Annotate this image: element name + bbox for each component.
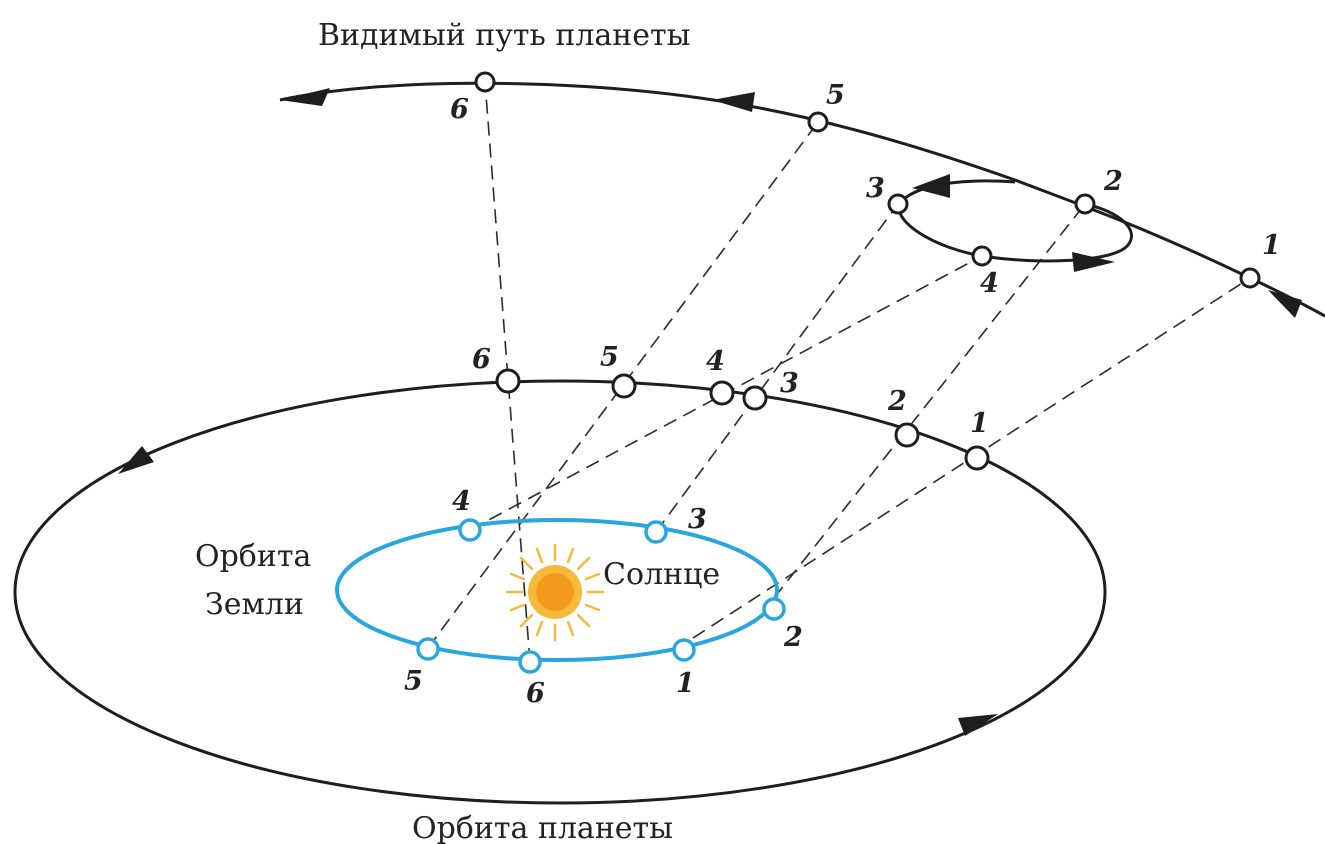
earth-marker-1 [672,638,696,662]
loop-arrow-left-icon [912,174,950,198]
earth-orbit [335,518,779,662]
earth-label-2: 2 [783,622,803,653]
apparent-label-2: 2 [1103,166,1123,197]
earth-numbers: 1 2 3 4 5 6 [404,486,803,709]
apparent-arrow-left-icon [280,88,330,106]
earth-marker-3 [644,520,668,544]
planet-label-3: 3 [780,368,799,399]
earth-label-5: 5 [404,666,423,697]
earth-label-4: 4 [452,486,471,517]
apparent-arrow-entry-icon [1268,290,1302,318]
apparent-label-4: 4 [980,268,999,299]
planet-label-2: 2 [887,386,907,417]
apparent-path-caption: Видимый путь планеты [318,18,691,53]
sun-icon [505,543,605,642]
apparent-label-5: 5 [826,80,845,111]
apparent-numbers: 1 2 3 4 5 6 [450,80,1281,299]
apparent-path [279,81,1325,318]
earth-label-1: 1 [676,668,695,699]
earth-orbit-caption-line2: Земли [205,587,304,622]
planet-marker-1 [964,445,990,471]
planet-marker-2 [894,422,920,448]
apparent-marker-3 [887,193,909,215]
sun-caption: Солнце [603,557,720,592]
apparent-path-curve [279,81,1325,318]
apparent-marker-2 [1074,193,1096,215]
earth-marker-5 [416,637,440,661]
earth-orbit-caption-line1: Орбита [195,539,311,574]
apparent-marker-1 [1239,267,1261,289]
planet-label-5: 5 [600,342,619,373]
earth-label-6: 6 [526,678,545,709]
planet-orbit-arrow-right-icon [958,714,998,736]
planet-marker-3 [742,385,768,411]
planet-label-1: 1 [970,408,989,439]
sight-line-3 [655,203,899,533]
planet-numbers: 1 2 3 4 5 6 [472,342,989,439]
earth-label-3: 3 [688,504,707,535]
planet-markers [495,368,990,471]
apparent-label-3: 3 [866,173,885,204]
planet-label-6: 6 [472,344,491,375]
planet-marker-5 [611,373,637,399]
apparent-marker-5 [807,111,829,133]
apparent-label-1: 1 [1262,230,1281,261]
planet-marker-6 [495,368,521,394]
apparent-markers [474,71,1261,289]
planet-orbit [13,379,1107,805]
planet-marker-4 [709,380,735,406]
earth-marker-6 [518,650,542,674]
sight-line-2 [773,203,1086,599]
earth-markers [416,518,786,674]
apparent-label-6: 6 [450,94,469,125]
planet-orbit-arrow-left-icon [118,446,154,474]
apparent-arrow-mid-icon [712,92,755,112]
planet-orbit-caption: Орбита планеты [412,811,673,844]
loop-arrow-right-icon [1072,252,1115,272]
apparent-marker-6 [474,71,496,93]
earth-marker-2 [762,597,786,621]
apparent-marker-4 [971,245,993,267]
earth-marker-4 [458,518,482,542]
planet-label-4: 4 [706,346,725,377]
